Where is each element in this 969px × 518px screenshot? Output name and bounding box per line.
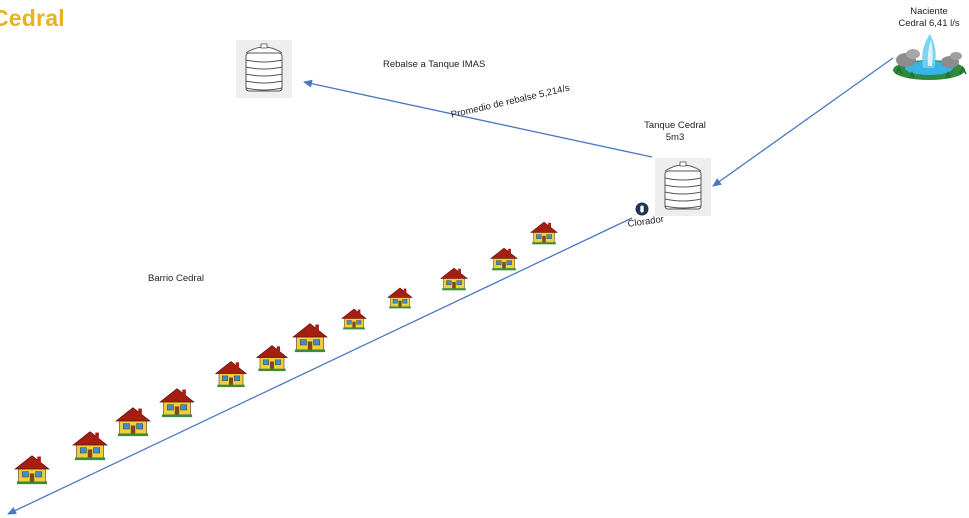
overflow-label: Rebalse a Tanque IMAS <box>383 59 486 70</box>
spring-label-line2: Cedral 6,41 l/s <box>898 18 960 29</box>
house-icon <box>490 246 518 271</box>
house-icon <box>159 386 195 418</box>
neighborhood-label: Barrio Cedral <box>148 273 204 284</box>
chlorinator-icon <box>635 202 649 216</box>
house-icon <box>341 307 367 330</box>
spring-label: Naciente Cedral 6,41 l/s <box>893 6 965 30</box>
house-icon <box>14 453 50 485</box>
tank-imas-icon <box>236 40 292 98</box>
diagram-title: Cedral <box>0 5 65 31</box>
house-icon <box>255 343 289 372</box>
house-icon <box>440 266 468 291</box>
arrow-distribution-to-barrio <box>7 217 633 515</box>
tank-cedral-label-line1: Tanque Cedral <box>644 120 706 131</box>
arrow-overflow-to-imas <box>303 79 653 158</box>
house-icon <box>292 321 328 353</box>
house-icon <box>530 220 558 245</box>
tank-cedral-label-line2: 5m3 <box>665 132 685 143</box>
house-icon <box>387 286 413 309</box>
house-icon <box>115 405 151 437</box>
arrow-spring-to-tank <box>712 57 894 187</box>
house-icon <box>214 359 248 388</box>
spring-icon <box>890 30 968 82</box>
tank-cedral-icon <box>655 158 711 216</box>
tank-cedral-label: Tanque Cedral 5m3 <box>630 120 720 144</box>
house-icon <box>72 429 108 461</box>
spring-label-line1: Naciente <box>910 6 948 17</box>
